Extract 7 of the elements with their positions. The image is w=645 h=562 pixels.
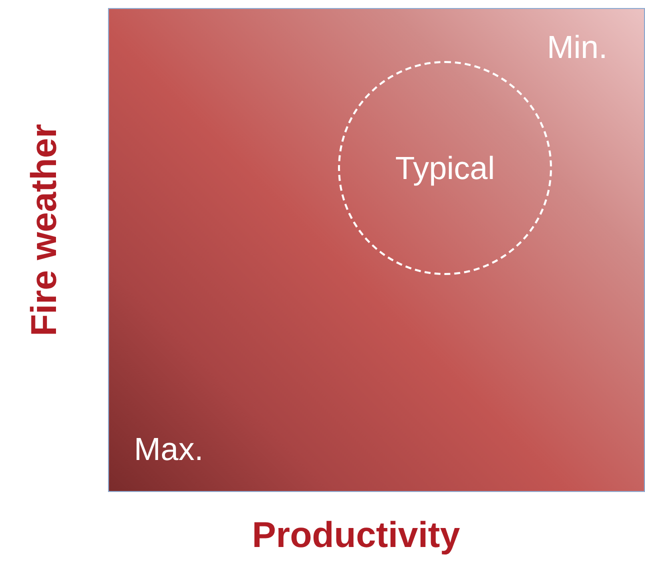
gradient-panel: [108, 8, 645, 492]
axis-title: Productivity: [252, 514, 460, 556]
dashed-circle: [338, 61, 552, 275]
region-label: Typical: [395, 150, 495, 186]
axis-title: Fire weather: [23, 124, 65, 336]
corner-label: Max.: [134, 431, 204, 468]
corner-label: Min.: [547, 29, 608, 66]
